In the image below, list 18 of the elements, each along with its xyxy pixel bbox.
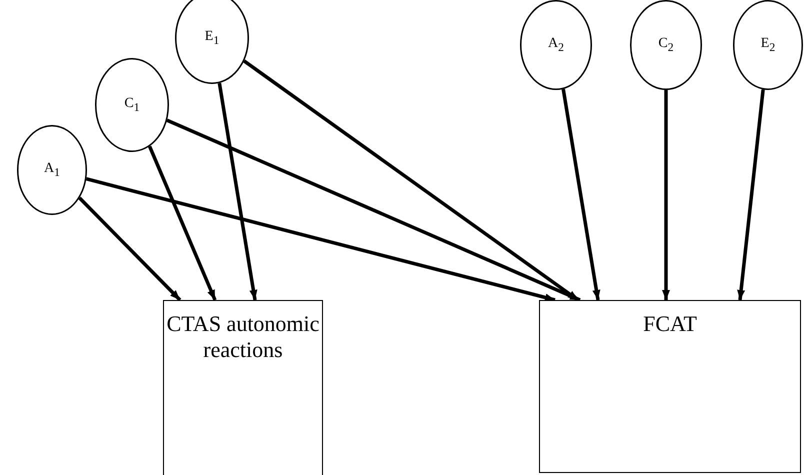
arrow bbox=[78, 196, 182, 302]
outcome-label: CTAS autonomic reactions bbox=[166, 311, 320, 364]
variable-label: C$_{1}$ bbox=[124, 96, 140, 114]
arrow bbox=[562, 88, 600, 300]
outcome-box bbox=[539, 300, 801, 473]
arrow bbox=[218, 82, 258, 300]
variable-label: E$_{1}$ bbox=[204, 29, 220, 47]
arrow bbox=[166, 118, 581, 302]
variable-label: A$_{1}$ bbox=[44, 161, 60, 179]
arrow bbox=[662, 90, 670, 300]
variable-label: E$_{2}$ bbox=[760, 36, 776, 54]
outcome-box bbox=[163, 300, 323, 475]
arrow bbox=[86, 177, 556, 302]
arrow bbox=[737, 89, 765, 300]
arrow bbox=[148, 146, 217, 301]
outcome-label: FCAT bbox=[643, 311, 697, 338]
variable-label: A$_{2}$ bbox=[548, 36, 564, 54]
variable-label: C$_{2}$ bbox=[658, 36, 674, 54]
